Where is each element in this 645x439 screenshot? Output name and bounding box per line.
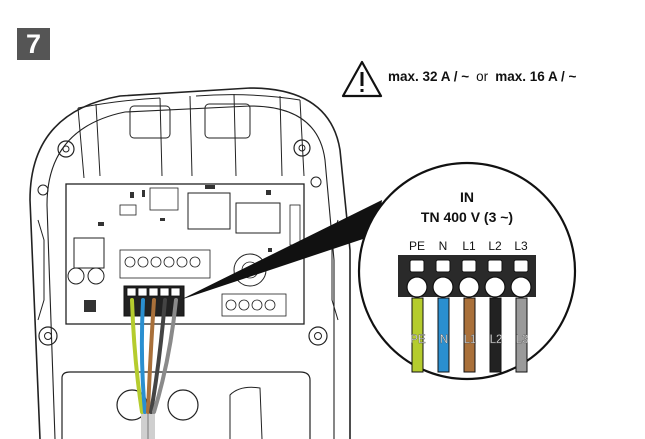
terminal-label-pe: PE [409,239,425,253]
circuit-board [65,183,305,325]
wire-n [437,297,450,373]
current-limit-option-2: max. 16 A / ~ [495,69,577,84]
wire-label-l3: L3 [516,334,529,346]
terminal-label-l1: L1 [462,239,476,253]
warning-icon [341,60,383,98]
terminal-label-l2: L2 [488,239,502,253]
detail-subtitle: TN 400 V (3 ~) [421,209,513,225]
wire-l3 [515,297,528,373]
wire-l1 [463,297,476,373]
wallbox-housing [29,87,351,439]
mains-cable [130,298,178,439]
wire-labels: PE N L1 L2 L3 [410,334,528,346]
wire-label-n: N [440,334,448,346]
current-limit-option-1: max. 32 A / ~ [388,69,470,84]
wire-l2 [489,297,502,373]
detail-terminal-block [398,255,536,298]
terminal-top-labels: PE N L1 L2 L3 [409,239,528,253]
current-limit-separator: or [476,69,489,84]
wire-label-l1: L1 [464,334,477,346]
detail-wires [411,297,528,373]
callout-pointer [180,200,382,300]
wire-label-l2: L2 [490,334,503,346]
current-limit-note: max. 32 A / ~ or max. 16 A / ~ [388,69,576,84]
detail-title: IN [460,189,474,205]
wire-label-pe: PE [410,334,426,346]
wire-pe [411,297,424,373]
terminal-label-n: N [439,239,448,253]
terminal-label-l3: L3 [514,239,528,253]
step-number-badge: 7 [17,28,50,60]
